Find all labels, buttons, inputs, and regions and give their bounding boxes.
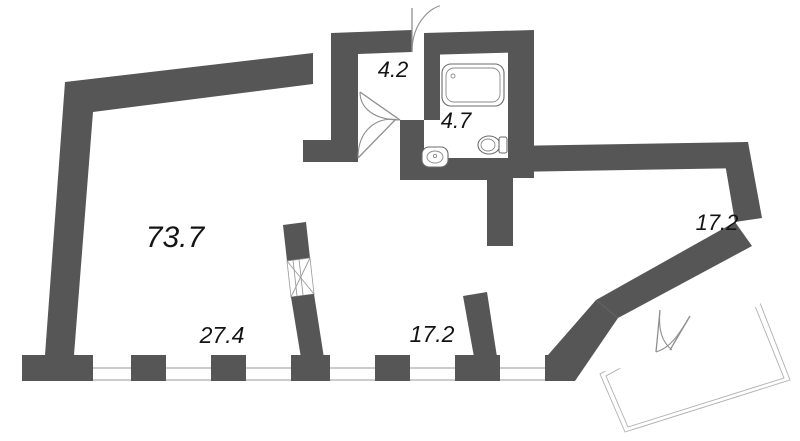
balcony-door[interactable] [655, 309, 691, 353]
bathroom-door[interactable] [359, 91, 401, 121]
area-label-living-room: 73.7 [146, 221, 206, 254]
window-bottom-3[interactable] [246, 355, 291, 381]
area-label-right-room: 17.2 [696, 210, 739, 235]
area-label-bottom-left-room: 27.4 [199, 322, 245, 348]
interior-partitions [283, 222, 497, 358]
window-bottom-5[interactable] [410, 355, 455, 381]
doors[interactable] [357, 5, 691, 353]
bathroom-fixtures [421, 63, 508, 168]
sink-fixture [421, 146, 449, 168]
window-bottom-6[interactable] [500, 355, 545, 381]
glazed-partition [286, 257, 315, 298]
window-bottom-2[interactable] [166, 355, 211, 381]
window-bottom-4[interactable] [330, 355, 375, 381]
window-bottom-1[interactable] [93, 355, 131, 381]
area-labels: 73.7 4.2 4.7 17.2 27.4 17.2 [146, 57, 739, 348]
toilet-fixture [477, 135, 508, 155]
bathtub-fixture [441, 63, 505, 107]
entry-door[interactable] [411, 5, 441, 53]
area-label-hallway: 4.2 [378, 57, 409, 82]
room-interiors [45, 38, 765, 372]
area-label-bathroom: 4.7 [441, 108, 472, 133]
bottom-wall-windows[interactable] [93, 355, 545, 381]
area-label-bottom-middle-room: 17.2 [410, 321, 455, 347]
bathroom-walls [303, 30, 534, 246]
